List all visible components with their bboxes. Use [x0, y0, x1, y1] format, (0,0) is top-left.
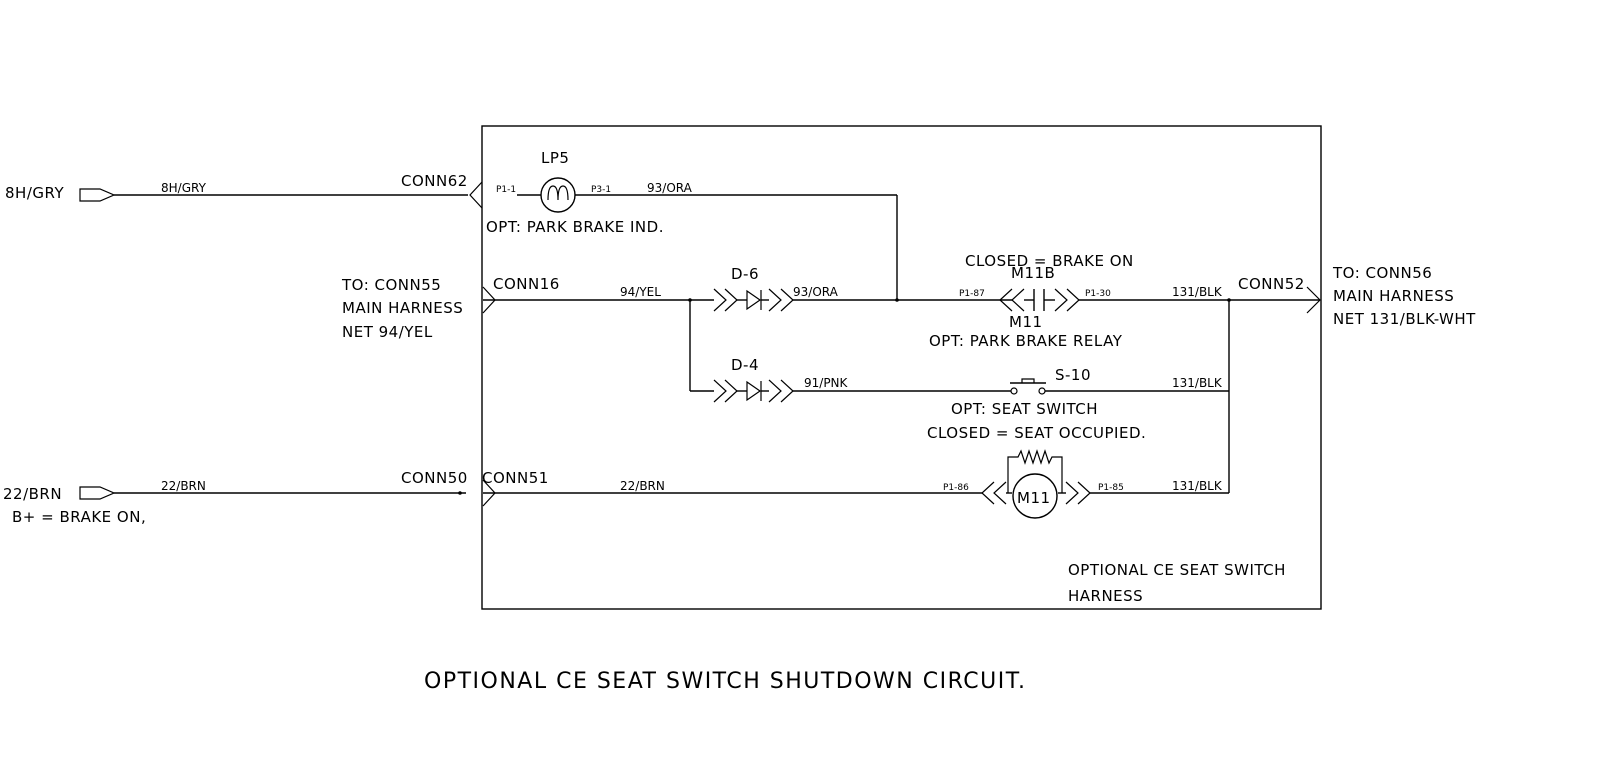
wire-label-switch-out: 131/BLK — [1172, 376, 1223, 390]
relay-contact-pin-out: P1-30 — [1085, 289, 1111, 299]
wire-label-top-input: 8H/GRY — [161, 181, 207, 195]
input-net-top-label: 8H/GRY — [5, 184, 64, 202]
lamp-id: LP5 — [541, 149, 569, 167]
relay-note: OPT: PARK BRAKE RELAY — [929, 332, 1123, 350]
left-ref-line-2: MAIN HARNESS — [342, 299, 463, 317]
diode-d4-id: D-4 — [731, 356, 759, 374]
conn62-label: CONN62 — [401, 172, 468, 190]
coil-pin-in: P1-86 — [943, 483, 969, 493]
lamp-icon — [540, 177, 576, 213]
harness-box — [481, 125, 1322, 610]
diode-d6-id: D-6 — [731, 265, 759, 283]
left-ref-line-3: NET 94/YEL — [342, 323, 433, 341]
coil-pin-out: P1-85 — [1098, 483, 1124, 493]
conn51-label: CONN51 — [482, 469, 549, 487]
relay-contact-icon — [999, 288, 1080, 312]
wire-label-relay-out: 131/BLK — [1172, 285, 1223, 299]
right-ref-line-1: TO: CONN56 — [1332, 264, 1432, 282]
seat-switch-id: S-10 — [1055, 366, 1091, 384]
seat-switch-icon — [1010, 378, 1046, 395]
relay-coil-icon — [981, 449, 1091, 519]
wire-label-bottom-input: 22/BRN — [161, 479, 206, 493]
wire-label-lamp-out: 93/ORA — [647, 181, 693, 195]
relay-contact-note: CLOSED = BRAKE ON — [965, 252, 1134, 270]
seat-switch-note-2: CLOSED = SEAT OCCUPIED. — [927, 424, 1146, 442]
conn52-label: CONN52 — [1238, 275, 1305, 293]
wire-label-94-yel: 94/YEL — [620, 285, 661, 299]
wire-label-coil-out: 131/BLK — [1172, 479, 1223, 493]
wire-label-coil-in: 22/BRN — [620, 479, 665, 493]
diagram-title: OPTIONAL CE SEAT SWITCH SHUTDOWN CIRCUIT… — [424, 669, 1027, 694]
relay-contact-pin-in: P1-87 — [959, 289, 985, 299]
connector-arrow-icon — [79, 188, 116, 202]
diode-d6-icon — [713, 288, 794, 312]
bottom-input-note: B+ = BRAKE ON, — [12, 508, 146, 526]
relay-coil-id: M11 — [1017, 489, 1051, 507]
right-ref-line-2: MAIN HARNESS — [1333, 287, 1454, 305]
input-net-bottom-label: 22/BRN — [3, 485, 62, 503]
relay-contact-id: M11B — [1011, 264, 1055, 282]
wire-label-d6-out: 93/ORA — [793, 285, 839, 299]
conn52-connector-icon — [1306, 286, 1321, 314]
relay-ref: M11 — [1009, 313, 1043, 331]
harness-label-1: OPTIONAL CE SEAT SWITCH — [1068, 561, 1286, 579]
lamp-pin-in: P1-1 — [496, 185, 516, 195]
left-ref-line-1: TO: CONN55 — [341, 276, 441, 294]
conn16-label: CONN16 — [493, 275, 560, 293]
wire-label-d4-out: 91/PNK — [804, 376, 849, 390]
conn62-connector-icon — [469, 181, 483, 209]
connector-arrow-icon-bottom — [79, 486, 116, 500]
conn50-label: CONN50 — [401, 469, 468, 487]
diode-d4-icon — [713, 379, 794, 403]
lamp-pin-out: P3-1 — [591, 185, 611, 195]
lamp-note: OPT: PARK BRAKE IND. — [486, 218, 664, 236]
seat-switch-note-1: OPT: SEAT SWITCH — [951, 400, 1098, 418]
right-ref-line-3: NET 131/BLK-WHT — [1333, 310, 1476, 328]
harness-label-2: HARNESS — [1068, 587, 1143, 605]
